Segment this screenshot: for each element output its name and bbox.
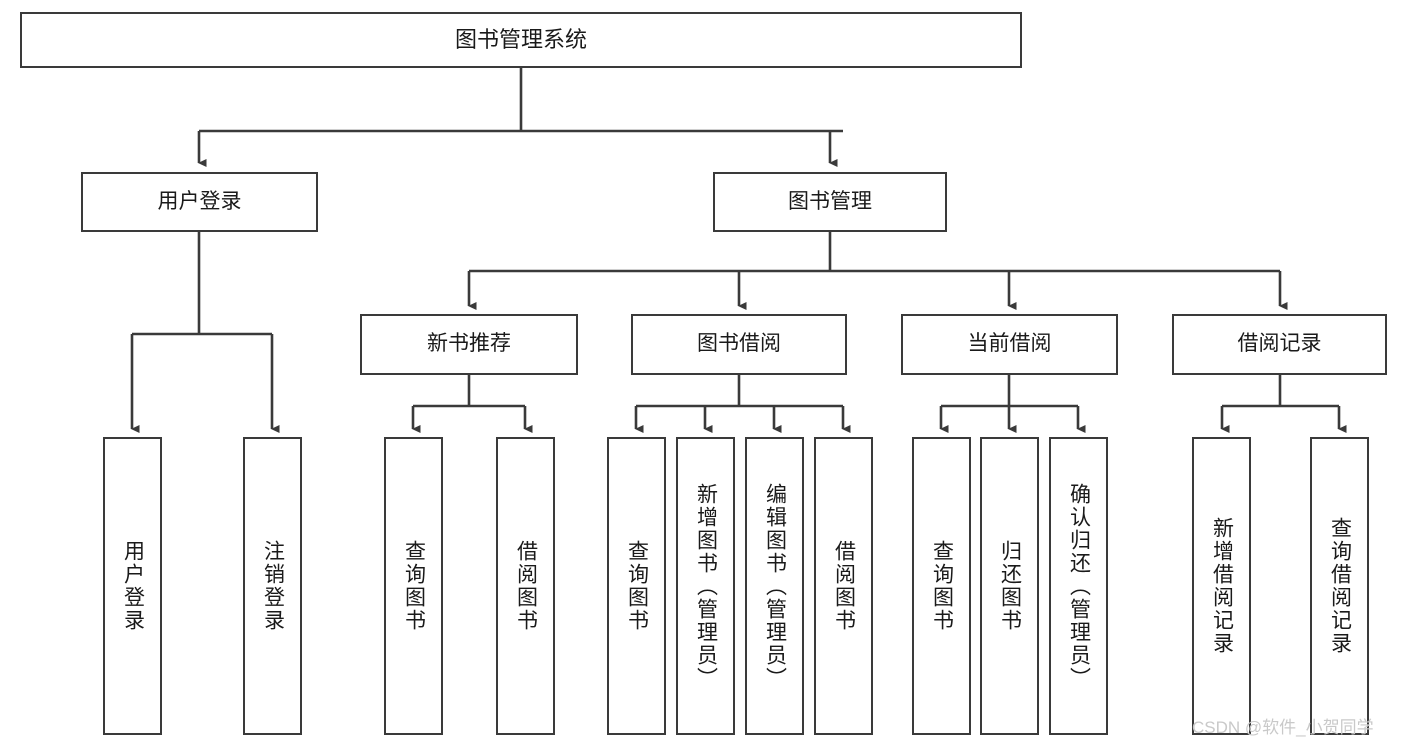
csdn-watermark: CSDN @软件_小贺同学 (1192, 718, 1374, 737)
node-label: 查询图书 (402, 540, 426, 632)
node-label: 用户登录 (157, 189, 242, 213)
node-label: 借阅记录 (1237, 332, 1322, 356)
leaf-query-book-new[interactable]: 查询图书 (384, 437, 443, 735)
node-label: 当前借阅 (967, 332, 1052, 356)
node-current-borrow[interactable]: 当前借阅 (901, 314, 1118, 375)
node-label: 查询图书 (930, 540, 954, 632)
node-label: 借阅图书 (832, 540, 856, 632)
leaf-query-borrow-record[interactable]: 查询借阅记录 (1310, 437, 1369, 735)
node-label: 查询借阅记录 (1328, 517, 1352, 655)
node-label: 编辑图书（管理员） (763, 482, 787, 690)
node-label: 图书管理 (788, 189, 872, 213)
leaf-user-login[interactable]: 用户登录 (103, 437, 162, 735)
node-root-system[interactable]: 图书管理系统 (20, 12, 1022, 68)
node-label: 归还图书 (998, 540, 1022, 632)
leaf-borrow-book-new[interactable]: 借阅图书 (496, 437, 555, 735)
leaf-edit-book-admin[interactable]: 编辑图书（管理员） (745, 437, 804, 735)
leaf-query-book-borrow[interactable]: 查询图书 (607, 437, 666, 735)
leaf-query-book-current[interactable]: 查询图书 (912, 437, 971, 735)
leaf-borrow-book[interactable]: 借阅图书 (814, 437, 873, 735)
node-label: 借阅图书 (514, 540, 538, 632)
node-new-book-recommend[interactable]: 新书推荐 (360, 314, 578, 375)
node-label: 注销登录 (261, 540, 285, 632)
node-label: 确认归还（管理员） (1067, 482, 1091, 690)
node-user-login[interactable]: 用户登录 (81, 172, 318, 232)
leaf-add-book-admin[interactable]: 新增图书（管理员） (676, 437, 735, 735)
leaf-add-borrow-record[interactable]: 新增借阅记录 (1192, 437, 1251, 735)
node-borrow-records[interactable]: 借阅记录 (1172, 314, 1387, 375)
node-label: 查询图书 (625, 540, 649, 632)
node-label: 图书借阅 (697, 332, 781, 356)
node-label: 新增图书（管理员） (694, 482, 718, 690)
node-label: 图书管理系统 (454, 27, 587, 53)
node-label: 新书推荐 (427, 332, 511, 356)
leaf-return-book[interactable]: 归还图书 (980, 437, 1039, 735)
leaf-logout[interactable]: 注销登录 (243, 437, 302, 735)
node-book-management[interactable]: 图书管理 (713, 172, 947, 232)
node-book-borrow[interactable]: 图书借阅 (631, 314, 847, 375)
node-label: 用户登录 (121, 540, 145, 632)
leaf-confirm-return-admin[interactable]: 确认归还（管理员） (1049, 437, 1108, 735)
node-label: 新增借阅记录 (1210, 517, 1234, 655)
